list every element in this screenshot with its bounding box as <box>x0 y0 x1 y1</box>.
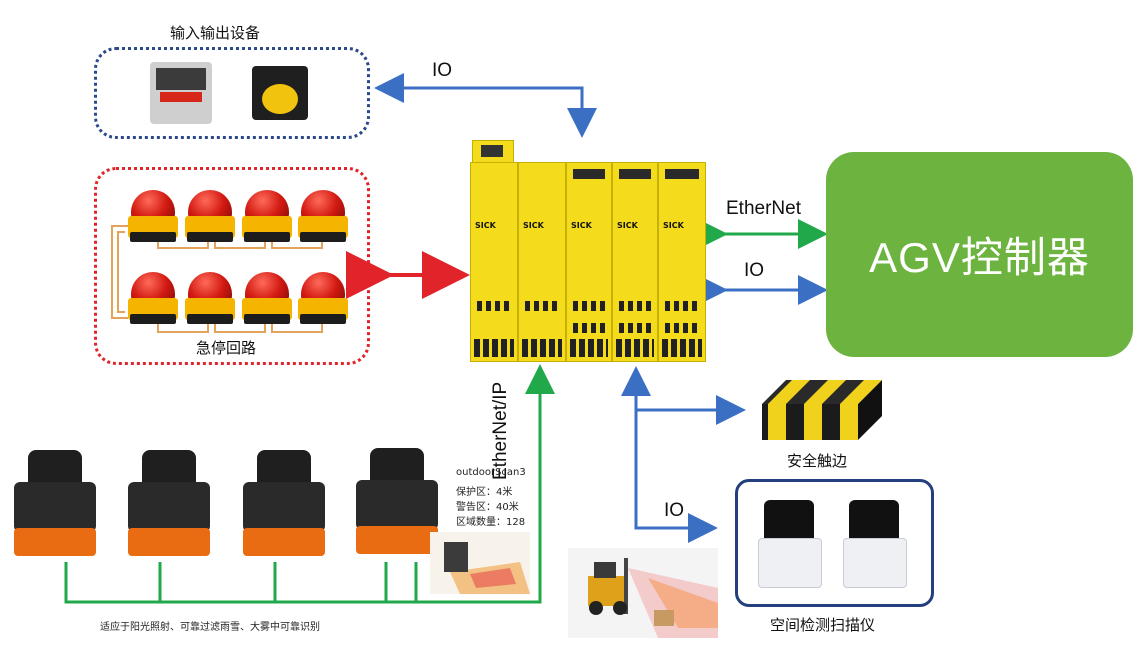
laser-scanner-icon <box>243 450 325 560</box>
yellow-push-button-icon <box>252 66 308 120</box>
io-devices-group <box>94 47 370 139</box>
scanner-protect-zone: 保护区：4米 <box>456 487 513 498</box>
emergency-stop-icon <box>185 190 235 246</box>
io-right-label: IO <box>744 260 765 281</box>
safety-edge-icon <box>762 380 882 440</box>
emergency-stop-icon <box>242 272 292 328</box>
laser-scanner-icon <box>356 448 438 558</box>
relay-icon <box>150 62 212 124</box>
agv-controller: AGV控制器 <box>826 152 1133 357</box>
plc-module: SICK <box>612 162 658 362</box>
scanner-warn-zone: 警告区：40米 <box>456 502 519 513</box>
estop-wiring <box>111 225 323 333</box>
emergency-stop-icon <box>128 190 178 246</box>
io-bottom-label: IO <box>664 500 685 521</box>
safety-edge-label: 安全触边 <box>787 452 848 470</box>
laser-scanner-icon <box>14 450 96 560</box>
plc-module: SICK <box>658 162 706 362</box>
emergency-stop-icon <box>185 272 235 328</box>
plc-module: SICK <box>518 162 566 362</box>
scanner-model: outdoorScan3 <box>456 467 526 478</box>
scanner-zone-photo <box>430 532 530 594</box>
io-devices-title: 输入输出设备 <box>170 24 261 42</box>
emergency-stop-icon <box>242 190 292 246</box>
ethernet-label: EtherNet <box>726 198 801 219</box>
spatial-scanner-icon <box>758 500 822 588</box>
plc-module: SICK <box>566 162 612 362</box>
emergency-stop-icon <box>298 190 348 246</box>
ethernet-ip-line <box>64 364 555 604</box>
spatial-scanner-label: 空间检测扫描仪 <box>770 616 876 634</box>
scanner-note: 适应于阳光照射、可靠过滤雨雪、大雾中可靠识别 <box>100 622 320 633</box>
io-down-line <box>634 372 718 543</box>
spatial-scanner-group <box>735 479 934 607</box>
ethernet-ip-label: EtherNet/IP <box>490 381 511 480</box>
io-top-line <box>374 73 584 134</box>
io-top-label: IO <box>432 60 453 81</box>
estop-loop-label: 急停回路 <box>196 339 257 357</box>
safety-controller: SICK SICK SICK SICK SICK <box>470 140 706 362</box>
scanner-zone-count: 区域数量：128 <box>456 517 526 528</box>
spatial-scanner-icon <box>843 500 907 588</box>
emergency-stop-icon <box>128 272 178 328</box>
emergency-stop-icon <box>298 272 348 328</box>
estop-group <box>94 167 370 365</box>
forklift-photo-icon <box>568 548 718 638</box>
plc-module: SICK <box>470 162 518 362</box>
laser-scanner-icon <box>128 450 210 560</box>
